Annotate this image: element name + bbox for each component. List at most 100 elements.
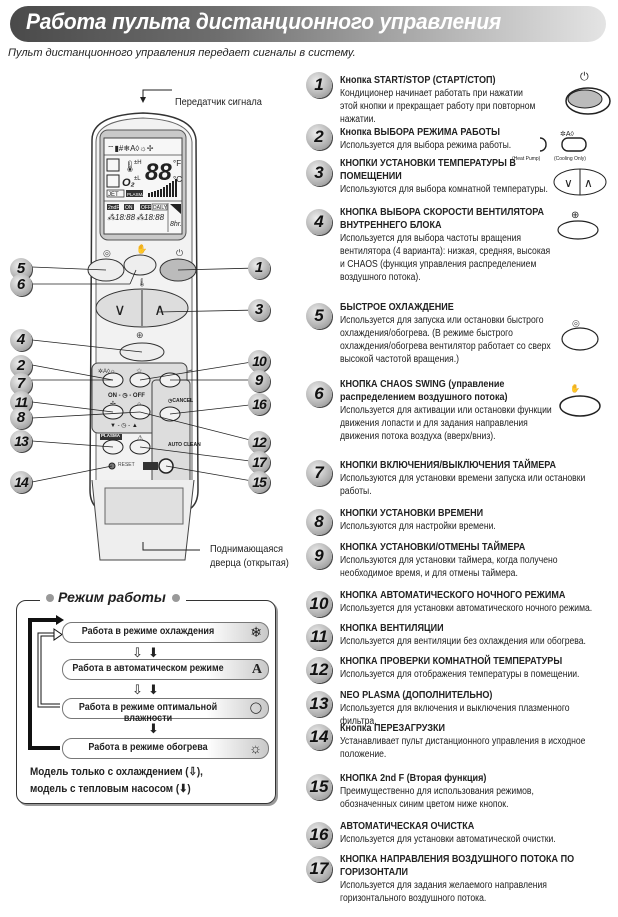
svg-text:∨: ∨: [114, 302, 126, 319]
svg-text:∧: ∧: [584, 176, 593, 190]
reset-label: RESET: [118, 462, 135, 468]
jet-icon: ◎: [572, 318, 580, 328]
hollow-arrow: ⇩: [132, 645, 143, 660]
callout-3: 3: [248, 299, 270, 321]
jet-symbol: ◎: [103, 248, 111, 258]
jet-cool-button[interactable]: [88, 259, 124, 281]
item-17: КНОПКА НАПРАВЛЕНИЯ ВОЗДУШНОГО ПОТОКА ПО …: [340, 853, 610, 905]
item-8: КНОПКИ УСТАНОВКИ ВРЕМЕНИ Используются дл…: [340, 507, 610, 533]
lcd-mode-icons: ⌔▮#❄A◊☼✢: [107, 144, 154, 153]
svg-text:±H: ±H: [134, 160, 142, 166]
item-number-11: 11: [306, 624, 332, 650]
item-title: КНОПКА АВТОМАТИЧЕСКОГО НОЧНОГО РЕЖИМА: [340, 589, 566, 601]
item-title: КНОПКИ ВКЛЮЧЕНИЯ/ВЫКЛЮЧЕНИЯ ТАЙМЕРА: [340, 459, 557, 471]
drop-icon: ◯: [249, 702, 262, 714]
callout-17: 17: [248, 451, 270, 473]
ventilation-button[interactable]: [103, 405, 123, 419]
item-title: КНОПКИ УСТАНОВКИ ВРЕМЕНИ: [340, 507, 484, 519]
svg-text:±L: ±L: [134, 176, 141, 182]
remote-control-illustration: ⌔▮#❄A◊☼✢ 🌡 ±H ±L 88 °F °C O₂ JET PLASMA …: [31, 89, 259, 561]
mode-button[interactable]: [103, 373, 123, 387]
callout-lines: [31, 266, 259, 483]
item-13: NEO PLASMA (ДОПОЛНИТЕЛЬНО) Используется …: [340, 689, 610, 728]
item-title: Кнопка START/STOP (СТАРТ/СТОП): [340, 74, 496, 86]
sleep-mode-button[interactable]: [130, 373, 150, 387]
item-desc: Используется для вентиляции без охлажден…: [340, 636, 586, 647]
item-desc: Используется для включения и выключения …: [340, 703, 570, 727]
item-number-5: 5: [306, 303, 332, 329]
item-7: КНОПКИ ВКЛЮЧЕНИЯ/ВЫКЛЮЧЕНИЯ ТАЙМЕРА Испо…: [340, 459, 610, 498]
item-desc: Используется для отображения температуры…: [340, 669, 580, 680]
side-button-icons-top: ⏻ ✲A◊☼ ✲A◊ ∨ ∧: [540, 71, 611, 196]
item-3: КНОПКИ УСТАНОВКИ ТЕМПЕРАТУРЫ В ПОМЕЩЕНИИ…: [340, 157, 548, 196]
svg-text:2ndF: 2ndF: [108, 205, 119, 211]
power-symbol: ⏻: [176, 248, 183, 258]
item-desc: Используется для выбора режима работы.: [340, 140, 512, 151]
item-title: КНОПКА УСТАНОВКИ/ОТМЕНЫ ТАЙМЕРА: [340, 541, 526, 553]
timer-set-cancel-button[interactable]: [160, 373, 180, 387]
item-number-14: 14: [306, 724, 332, 750]
lcd-time-1: ⁂18:88: [107, 213, 136, 222]
auto-clean-button[interactable]: [160, 407, 180, 421]
temp-up-button[interactable]: [142, 289, 188, 327]
item-number-15: 15: [306, 774, 332, 800]
transmitter-leader-line: [142, 89, 172, 102]
item-6: КНОПКА CHAOS SWING (управление распредел…: [340, 378, 610, 443]
svg-text:⌂: ⌂: [137, 401, 141, 408]
item-10: КНОПКА АВТОМАТИЧЕСКОГО НОЧНОГО РЕЖИМА Ис…: [340, 589, 610, 615]
heat-pump-label: (Heat Pump): [512, 156, 541, 162]
svg-text:▼ - ◷ - ▲: ▼ - ◷ - ▲: [110, 423, 138, 429]
plasma-button[interactable]: [103, 440, 123, 454]
item-title: БЫСТРОЕ ОХЛАЖДЕНИЕ: [340, 301, 454, 313]
callout-12: 12: [248, 431, 270, 453]
fan-speed-button[interactable]: [120, 343, 164, 361]
lcd-house-icon: [106, 158, 120, 172]
door-label-line1: Поднимающаяся: [210, 543, 284, 555]
item-desc: Используются для выбора комнатной темпер…: [340, 184, 548, 195]
mode-icons-cool: ✲A◊: [560, 130, 575, 138]
mode-dry: Работа в режиме оптимальной влажности ◯: [62, 698, 269, 724]
item-number-17: 17: [306, 856, 332, 882]
solid-arrow: ⬇: [148, 682, 159, 697]
item-14: Кнопка ПЕРЕЗАГРУЗКИ Устанавливает пульт …: [340, 722, 610, 761]
item-title: КНОПКА 2nd F (Вторая функция): [340, 772, 487, 784]
item-desc: Используется для активации или остановки…: [340, 405, 552, 442]
item-desc: Используется для установки автоматическо…: [340, 603, 593, 614]
mode-note-line1: Модель только с охлаждением (⇩),: [30, 766, 203, 778]
second-f-button[interactable]: [159, 459, 173, 473]
reset-button[interactable]: [108, 462, 116, 470]
mode-note-line2: модель с тепловым насосом (⬇): [30, 783, 191, 795]
item-1: Кнопка START/STOP (СТАРТ/СТОП) Кондицион…: [340, 74, 610, 126]
callout-13: 13: [10, 430, 32, 452]
swing-symbol: ✋: [136, 243, 147, 254]
callout-10: 10: [248, 350, 270, 372]
item-15: КНОПКА 2nd F (Вторая функция) Преимущест…: [340, 772, 610, 811]
door-label-line2: дверца (открытая): [210, 557, 289, 569]
side-button-icons-bottom: ⊕ ◎ ✋: [557, 210, 601, 417]
solid-arrow: ⬇: [148, 645, 159, 660]
svg-text:°C: °C: [173, 175, 182, 184]
item-title: Кнопка ВЫБОРА РЕЖИМА РАБОТЫ: [340, 126, 501, 138]
item-desc: Устанавливает пульт дистанционного управ…: [340, 736, 586, 760]
callout-7: 7: [10, 373, 32, 395]
item-number-9: 9: [306, 543, 332, 569]
svg-text:DAILY: DAILY: [153, 205, 168, 211]
item-12: КНОПКА ПРОВЕРКИ КОМНАТНОЙ ТЕМПЕРАТУРЫ Ис…: [340, 655, 610, 681]
chaos-swing-button[interactable]: [124, 255, 156, 275]
item-title: Кнопка ПЕРЕЗАГРУЗКИ: [340, 722, 446, 734]
mode-box-title: Режим работы: [40, 589, 186, 605]
svg-text:🌡: 🌡: [137, 278, 147, 287]
temp-down-button[interactable]: [96, 289, 142, 327]
auto-clean-label: AUTO CLEAN: [168, 442, 201, 448]
start-stop-button[interactable]: [160, 259, 196, 281]
cooling-only-label: (Cooling Only): [554, 156, 586, 162]
callout-2: 2: [10, 355, 32, 377]
horizontal-airflow-button[interactable]: [130, 440, 150, 454]
room-temp-check-button[interactable]: [130, 405, 150, 419]
chaos-swing-button-shape: [123, 254, 157, 276]
item-desc: Используется для выбора частоты вращения…: [340, 233, 551, 283]
svg-text:ON: ON: [125, 205, 133, 211]
svg-text:∨: ∨: [564, 176, 573, 190]
item-number-12: 12: [306, 657, 332, 683]
transmitter-label: Передатчик сигнала: [175, 96, 262, 108]
